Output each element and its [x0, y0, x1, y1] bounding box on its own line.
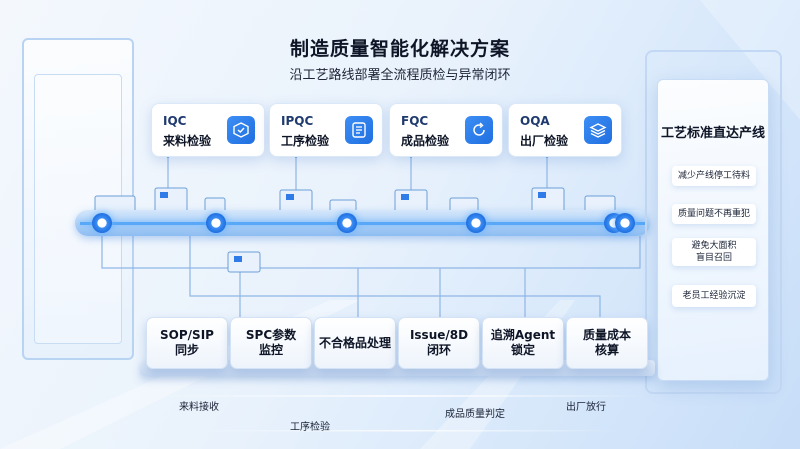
- module-quality-cost[interactable]: 质量成本 核算: [566, 317, 648, 369]
- benefit-item: 减少产线停工待料: [672, 166, 756, 186]
- stage-code: FQC: [401, 114, 429, 128]
- module-issue-8d[interactable]: Issue/8D 闭环: [398, 317, 480, 369]
- module-nonconforming[interactable]: 不合格品处理: [314, 317, 396, 369]
- benefit-item: 避免大面积 盲目召回: [672, 238, 756, 266]
- stage-card-fqc[interactable]: FQC 成品检验: [389, 103, 503, 157]
- stage-code: OQA: [520, 114, 550, 128]
- belt-node: [466, 213, 486, 233]
- page-subtitle: 沿工艺路线部署全流程质检与异常闭环: [289, 68, 511, 83]
- flow-label: 成品质量判定: [445, 409, 505, 420]
- right-glass-frame: [645, 50, 782, 394]
- benefits-title: 工艺标准直达产线: [660, 126, 765, 141]
- refresh-cycle-icon: [465, 116, 493, 144]
- benefits-panel: 工艺标准直达产线 减少产线停工待料 质量问题不再重犯 避免大面积 盲目召回 老员…: [657, 79, 769, 381]
- stage-label: 成品检验: [401, 134, 450, 148]
- stage-card-ipqc[interactable]: IPQC 工序检验: [269, 103, 383, 157]
- stage-label: 来料检验: [163, 134, 212, 148]
- stage-card-iqc[interactable]: IQC 来料检验: [151, 103, 265, 157]
- belt-node: [206, 213, 226, 233]
- box-check-icon: [227, 116, 255, 144]
- belt-node: [615, 213, 635, 233]
- flow-label: 来料接收: [179, 402, 219, 413]
- page-title: 制造质量智能化解决方案: [289, 38, 510, 60]
- stage-card-oqa[interactable]: OQA 出厂检验: [508, 103, 622, 157]
- module-sop-sip[interactable]: SOP/SIP 同步: [146, 317, 228, 369]
- document-list-icon: [345, 116, 373, 144]
- stage-label: 工序检验: [281, 134, 330, 148]
- stage-code: IQC: [163, 114, 187, 128]
- stage-label: 出厂检验: [520, 134, 569, 148]
- conveyor-glow-line: [80, 222, 645, 225]
- stage-code: IPQC: [281, 114, 314, 128]
- belt-node: [337, 213, 357, 233]
- module-spc[interactable]: SPC参数 监控: [230, 317, 312, 369]
- belt-node: [92, 213, 112, 233]
- layers-stack-icon: [584, 116, 612, 144]
- flow-label: 工序检验: [290, 422, 330, 433]
- flow-label: 出厂放行: [566, 402, 606, 413]
- module-trace-agent[interactable]: 追溯Agent 锁定: [482, 317, 564, 369]
- benefit-item: 老员工经验沉淀: [672, 285, 756, 307]
- benefit-item: 质量问题不再重犯: [672, 204, 756, 224]
